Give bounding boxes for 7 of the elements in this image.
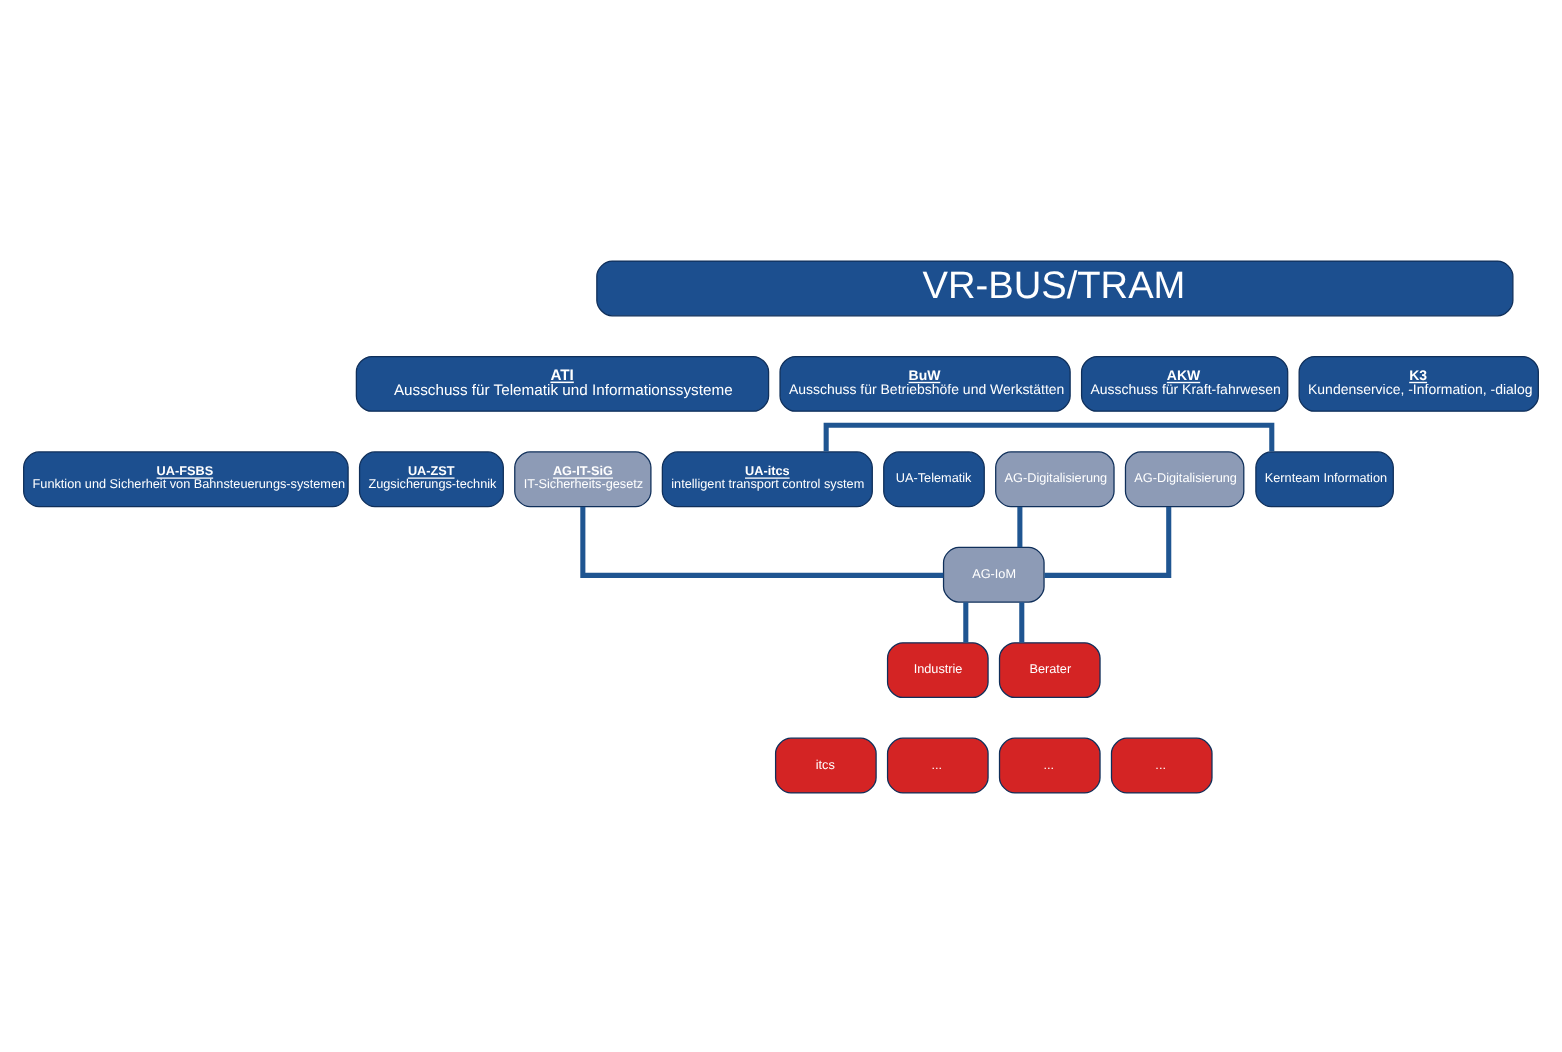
connector — [963, 601, 969, 642]
node-box: VR-BUS/TRAM — [596, 259, 1514, 316]
connector — [580, 506, 944, 577]
connector — [823, 421, 1275, 451]
connector — [1019, 601, 1025, 642]
connector — [1017, 505, 1023, 547]
connector — [1044, 506, 1172, 577]
